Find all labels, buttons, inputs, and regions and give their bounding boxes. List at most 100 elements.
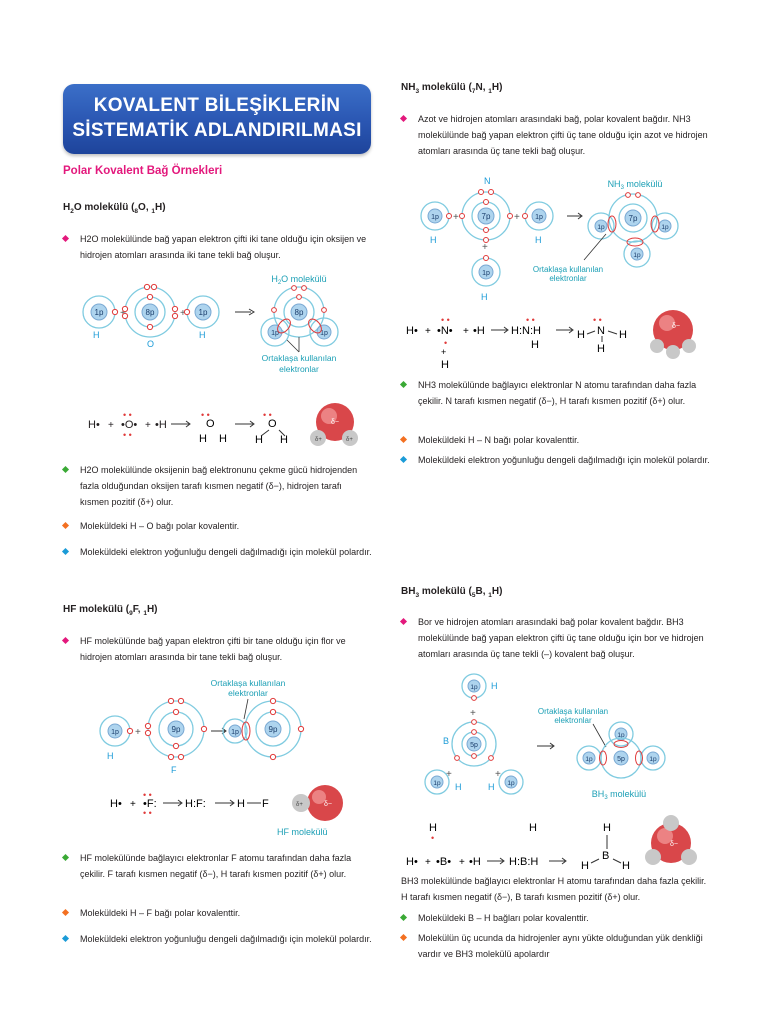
h2o-atom-h-right: 1p bbox=[183, 295, 220, 329]
bullet-pink bbox=[61, 234, 70, 243]
svg-text:1p: 1p bbox=[431, 214, 439, 221]
svg-text:δ−: δ− bbox=[670, 841, 678, 848]
svg-text:B: B bbox=[602, 850, 609, 862]
svg-text:1p: 1p bbox=[535, 214, 543, 221]
svg-text:δ+: δ+ bbox=[296, 802, 303, 808]
nh3-atom-n: 7p bbox=[459, 189, 513, 243]
svg-text:•H: •H bbox=[155, 419, 167, 431]
svg-text:H: H bbox=[199, 433, 207, 445]
label-h: H bbox=[93, 330, 100, 340]
h2o-heading: H2O molekülü (8O, 1H) bbox=[63, 202, 166, 215]
svg-text:H•: H• bbox=[88, 419, 100, 431]
svg-text:H: H bbox=[430, 235, 437, 245]
svg-text:δ+: δ+ bbox=[315, 437, 322, 443]
svg-text:O: O bbox=[206, 418, 215, 430]
nh3-lewis-diagram: H• + •N• • • • + H + •H H:N:H • • H • • … bbox=[406, 310, 696, 371]
nh3-intro: Azot ve hidrojen atomları arasındaki bağ… bbox=[399, 111, 713, 159]
hf-lewis-diagram: H• + •F: • • • • H:F: H F δ− δ+ HF molek… bbox=[110, 785, 343, 837]
nh3-space-filling-model: δ− bbox=[650, 310, 696, 359]
svg-text:H: H bbox=[577, 329, 585, 341]
bullet-orange bbox=[399, 435, 408, 444]
svg-text:+: + bbox=[470, 708, 476, 719]
hf-atom-h: 1p bbox=[99, 715, 134, 747]
svg-text:• •: • • bbox=[143, 808, 152, 818]
svg-text:elektronlar: elektronlar bbox=[554, 716, 592, 725]
svg-text:•F:: •F: bbox=[143, 798, 157, 810]
svg-text:H: H bbox=[237, 798, 245, 810]
svg-text:F: F bbox=[262, 798, 269, 810]
svg-text:9p: 9p bbox=[269, 725, 278, 734]
svg-text:H: H bbox=[488, 782, 495, 792]
svg-text:1p: 1p bbox=[507, 780, 515, 787]
h2o-atom-h-left: 1p bbox=[82, 295, 119, 329]
svg-text:δ−: δ− bbox=[672, 323, 680, 330]
svg-text:H: H bbox=[280, 434, 288, 446]
svg-text:elektronlar: elektronlar bbox=[549, 274, 587, 283]
nh3-bullet-2: Moleküldeki H – N bağı polar kovalenttir… bbox=[399, 432, 713, 448]
nh3-bullet-1: NH3 molekülünde bağlayıcı elektronlar N … bbox=[399, 377, 713, 409]
svg-text:+: + bbox=[446, 769, 452, 780]
h2o-molecule-model: 8p 1p 1p bbox=[260, 285, 339, 347]
svg-text:H: H bbox=[603, 822, 611, 834]
svg-text:7p: 7p bbox=[629, 214, 638, 223]
svg-text:•N•: •N• bbox=[437, 325, 453, 337]
nh3-atom-h-right: 1p bbox=[522, 201, 554, 231]
svg-text:H: H bbox=[491, 681, 498, 691]
svg-text:H: H bbox=[529, 822, 537, 834]
nh3-diagram-title: NH3 molekülü bbox=[608, 179, 663, 191]
bullet-pink bbox=[399, 114, 408, 123]
h2o-intro: H2O molekülünde bağ yapan elektron çifti… bbox=[61, 231, 373, 263]
h2o-atom-o: 8p bbox=[121, 283, 179, 338]
svg-text:H:N:H: H:N:H bbox=[511, 325, 541, 337]
svg-text:H: H bbox=[535, 235, 542, 245]
svg-text:+: + bbox=[120, 308, 126, 319]
banner-line-2: SİSTEMATİK ADLANDIRILMASI bbox=[72, 120, 362, 141]
svg-text:1p: 1p bbox=[231, 729, 239, 736]
svg-text:H: H bbox=[597, 343, 605, 355]
banner-line-1: KOVALENT BİLEŞİKLERİN bbox=[93, 95, 341, 116]
svg-text:1p: 1p bbox=[433, 780, 441, 787]
svg-text:H: H bbox=[455, 782, 462, 792]
svg-text:H:F:: H:F: bbox=[185, 798, 206, 810]
svg-text:+: + bbox=[130, 799, 136, 810]
svg-text:+: + bbox=[453, 212, 459, 223]
hf-heading: HF molekülü (9F, 1H) bbox=[63, 604, 158, 617]
bh3-space-filling-model: δ− bbox=[645, 815, 697, 865]
svg-text:• •: • • bbox=[441, 315, 450, 325]
hf-atom-f: 9p bbox=[144, 697, 208, 761]
svg-text:1p: 1p bbox=[661, 224, 669, 231]
bh3-atom-h-right: 1p bbox=[498, 769, 524, 795]
svg-text:H: H bbox=[429, 822, 437, 834]
svg-text:+: + bbox=[145, 420, 151, 431]
svg-text:+: + bbox=[514, 212, 520, 223]
svg-text:δ−: δ− bbox=[324, 801, 332, 808]
bullet-green bbox=[61, 853, 70, 862]
bullet-blue bbox=[399, 455, 408, 464]
svg-text:8p: 8p bbox=[295, 308, 304, 317]
svg-text:•O•: •O• bbox=[121, 419, 137, 431]
svg-text:elektronlar: elektronlar bbox=[228, 688, 268, 698]
svg-text:H: H bbox=[531, 339, 539, 351]
hf-bullet-2: Moleküldeki H – F bağı polar kovalenttir… bbox=[61, 905, 373, 921]
bh3-molecule-model: 1p 5p 1p 1p bbox=[576, 721, 666, 779]
svg-text:B: B bbox=[443, 736, 449, 746]
h2o-electron-diagram: 1p + 8p + 1p H O H 8p 1p 1p bbox=[82, 274, 339, 374]
svg-text:•B•: •B• bbox=[436, 856, 451, 868]
bh3-intro: Bor ve hidrojen atomları arasındaki bağ … bbox=[399, 614, 713, 662]
svg-text:5p: 5p bbox=[617, 756, 625, 763]
svg-text:1p: 1p bbox=[95, 308, 104, 317]
svg-text:+: + bbox=[463, 326, 469, 337]
svg-text:1p: 1p bbox=[271, 330, 279, 337]
svg-text:1p: 1p bbox=[482, 270, 490, 277]
shared-electrons-label: Ortaklaşa kullanılan bbox=[262, 353, 337, 363]
svg-text:• •: • • bbox=[526, 315, 535, 325]
h2o-bullet-3: Moleküldeki elektron yoğunluğu dengeli d… bbox=[61, 544, 373, 560]
svg-text:H:B:H: H:B:H bbox=[509, 856, 538, 868]
svg-text:H: H bbox=[581, 860, 589, 872]
nh3-electron-diagram: N 1p H + 7p + 1p H + 1p H NH3 molekülü bbox=[420, 176, 679, 302]
bullet-pink bbox=[61, 636, 70, 645]
bullet-green bbox=[61, 465, 70, 474]
svg-text:H•: H• bbox=[110, 798, 122, 810]
hf-space-filling-model: δ− δ+ bbox=[292, 785, 343, 821]
